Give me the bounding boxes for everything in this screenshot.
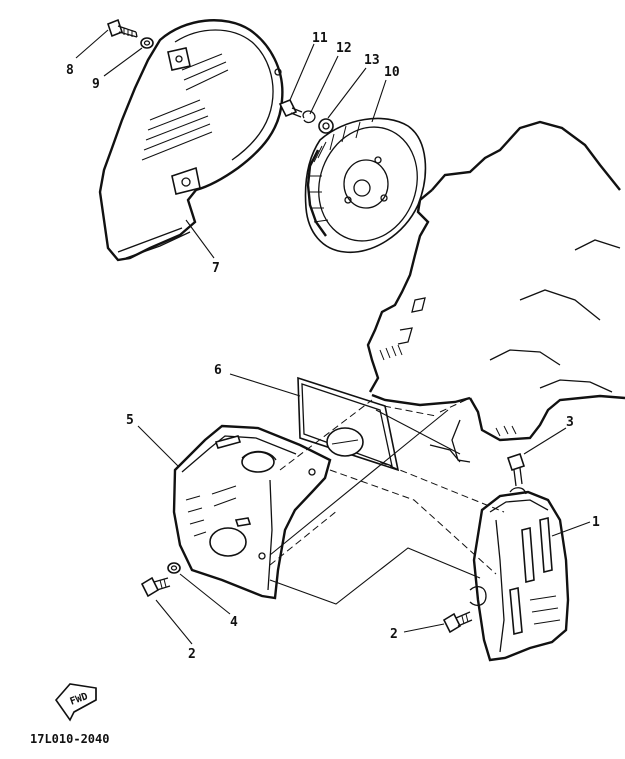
callout-2-left: 2 [188,647,196,662]
washer-part-9 [140,37,154,49]
alignment-dashed-lines [269,397,505,575]
callout-8: 8 [66,63,74,78]
engine-block-outline [366,120,625,463]
callout-12: 12 [336,41,352,56]
callout-5: 5 [126,413,134,428]
callout-11: 11 [312,31,328,46]
callout-13: 13 [364,53,380,68]
callout-10: 10 [384,65,400,80]
side-cover-part-5 [172,424,332,600]
callout-1: 1 [592,515,600,530]
spring-washer-part-12 [302,110,316,124]
callout-9: 9 [92,77,100,92]
shroud-part-1 [469,490,570,662]
screw-part-8 [107,18,138,38]
callout-leaders [75,29,591,645]
flywheel-fan-part-10 [304,117,427,254]
fan-shroud-part-7 [98,19,284,262]
screw-part-2-left [140,576,171,598]
callout-2-right: 2 [390,627,398,642]
screw-part-2-right [442,611,473,634]
screw-part-3 [506,452,527,495]
fwd-arrow-icon: FWD [54,683,97,722]
figure-code: 17L010-2040 [30,732,109,746]
assembly-lines [269,409,481,605]
callout-3: 3 [566,415,574,430]
callout-4: 4 [230,615,238,630]
bolt-part-11 [278,98,303,118]
washer-part-13 [318,118,334,134]
callout-labels: 8 9 11 12 13 10 7 6 5 3 1 4 2 2 [66,31,600,662]
gasket-plate-part-6 [297,376,400,472]
callout-6: 6 [214,363,222,378]
washer-part-4 [167,562,181,574]
callout-7: 7 [212,261,220,276]
